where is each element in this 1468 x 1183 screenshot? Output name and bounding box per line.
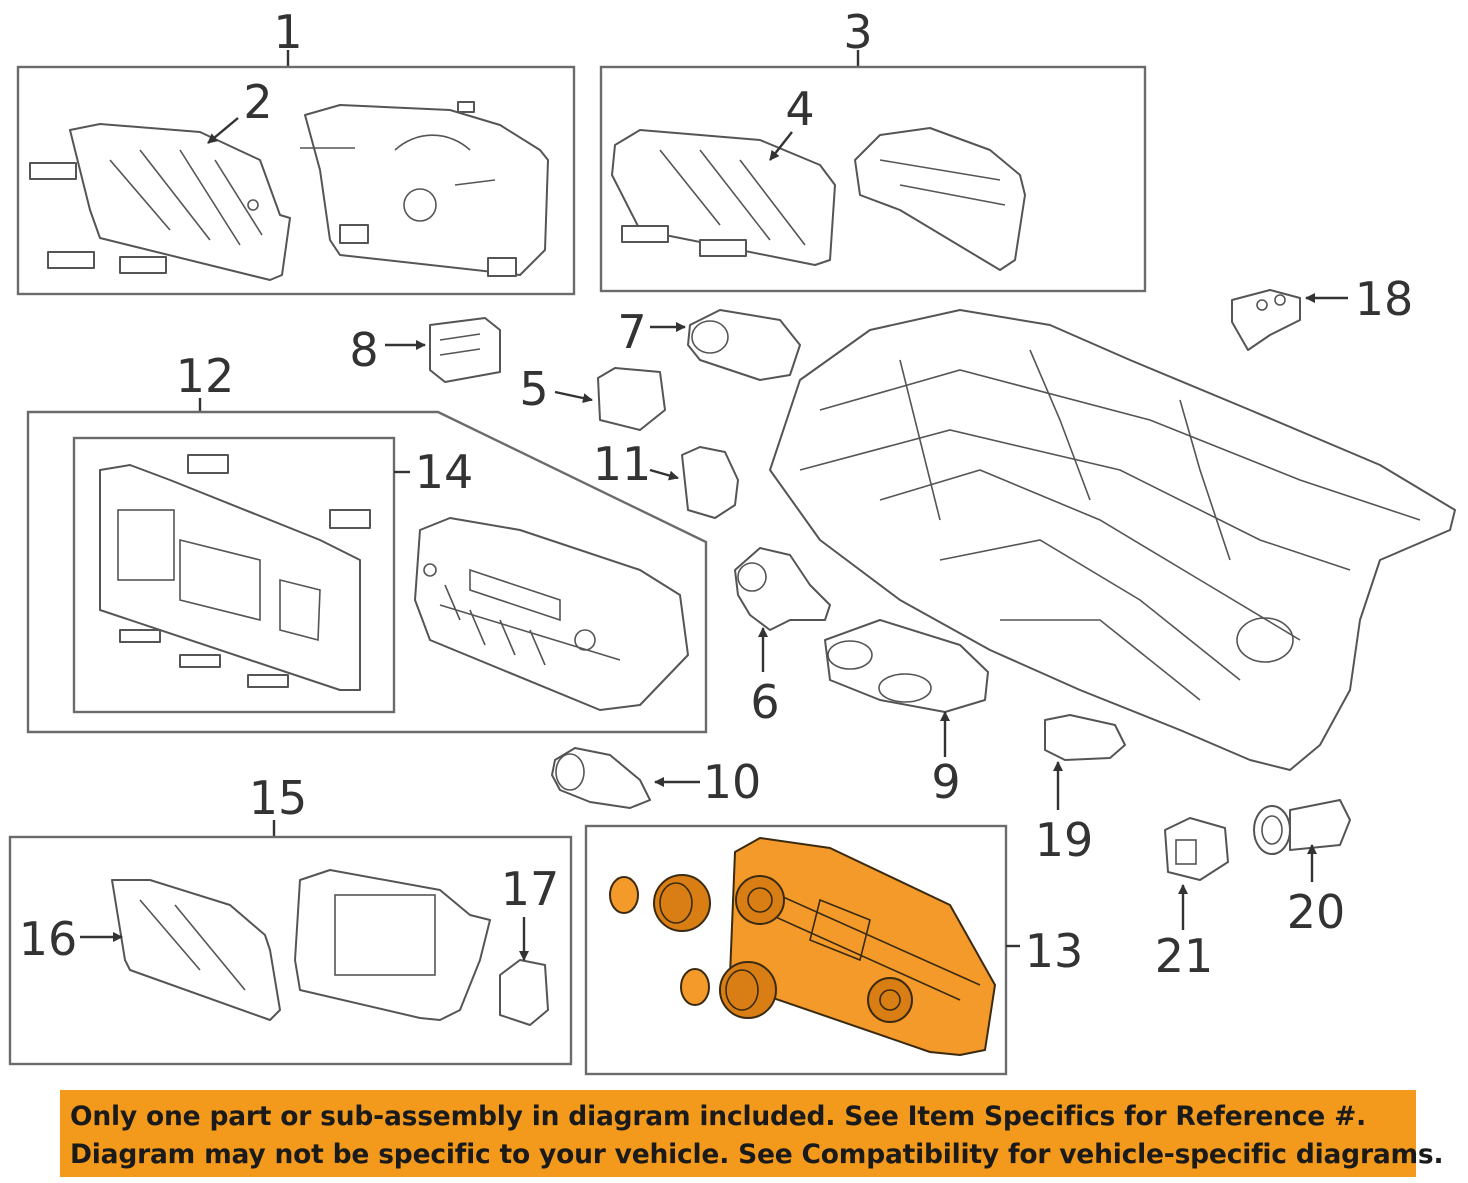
part-19-switch [1044,714,1126,761]
callout-17: 17 [501,862,560,916]
callout-16: 16 [19,912,78,966]
part-11-socket [681,446,739,519]
callout-20: 20 [1287,885,1346,939]
disclaimer-line-2: Diagram may not be specific to your vehi… [70,1139,1444,1170]
part-20-lighter [1253,805,1291,855]
disclaimer-line-1: Only one part or sub-assembly in diagram… [70,1101,1366,1132]
group-14-box [72,436,396,714]
part-10-switch [551,747,651,809]
cluster-lens [111,879,281,1021]
bulb [119,256,167,274]
callout-8: 8 [349,323,378,377]
highlighted-climate-panel [729,837,996,1056]
callout-11: 11 [593,437,652,491]
small-parts [385,289,1351,930]
group-15-cluster [8,820,573,1066]
bulb [621,225,669,243]
bulb [29,162,77,180]
climate-control-unit [414,517,689,711]
group-13-box [584,824,1008,1076]
knob [653,874,711,932]
callout-13: 13 [1025,924,1084,978]
group-12-center-panel [26,398,708,734]
cluster-meter [294,869,491,1021]
cluster-meter [854,127,1026,271]
callout-14: 14 [415,445,474,499]
callout-19: 19 [1035,813,1094,867]
callout-21: 21 [1155,929,1214,983]
instrument-panel [769,309,1456,771]
callout-4: 4 [785,82,814,136]
callout-10: 10 [703,755,762,809]
group-3-instrument-cluster [599,50,1147,293]
callout-6: 6 [750,675,779,729]
bulb [699,239,747,257]
group-12-box [26,410,708,734]
dashboard-assembly [769,309,1456,771]
knob-cap [609,876,639,914]
switch [499,959,549,1026]
group-15-box [8,835,573,1066]
bulb [47,251,95,269]
group-1-instrument-cluster [16,50,576,296]
part-8-switch [429,317,501,383]
group-1-box [16,65,576,296]
group-13-highlight [584,824,1020,1076]
callout-9: 9 [931,755,960,809]
callout-2: 2 [243,75,272,129]
part-6-switch [734,547,831,631]
callout-7: 7 [617,305,646,359]
part-9-switch [824,619,989,713]
group-3-box [599,65,1147,293]
part-18-sensor [1231,289,1301,351]
callout-12: 12 [176,349,235,403]
callout-15: 15 [249,771,308,825]
part-7-switch [687,309,801,381]
knob-cap [680,968,710,1006]
callout-1: 1 [273,5,302,59]
callout-numbers: 1 2 3 4 5 6 7 8 9 10 11 12 13 14 15 16 1… [19,5,1414,983]
part-5-switch [597,367,666,431]
callout-3: 3 [843,5,872,59]
callout-5: 5 [519,362,548,416]
callout-18: 18 [1355,272,1414,326]
center-bezel [99,464,361,691]
knob [719,961,777,1019]
disclaimer-banner: Only one part or sub-assembly in diagram… [60,1090,1444,1177]
